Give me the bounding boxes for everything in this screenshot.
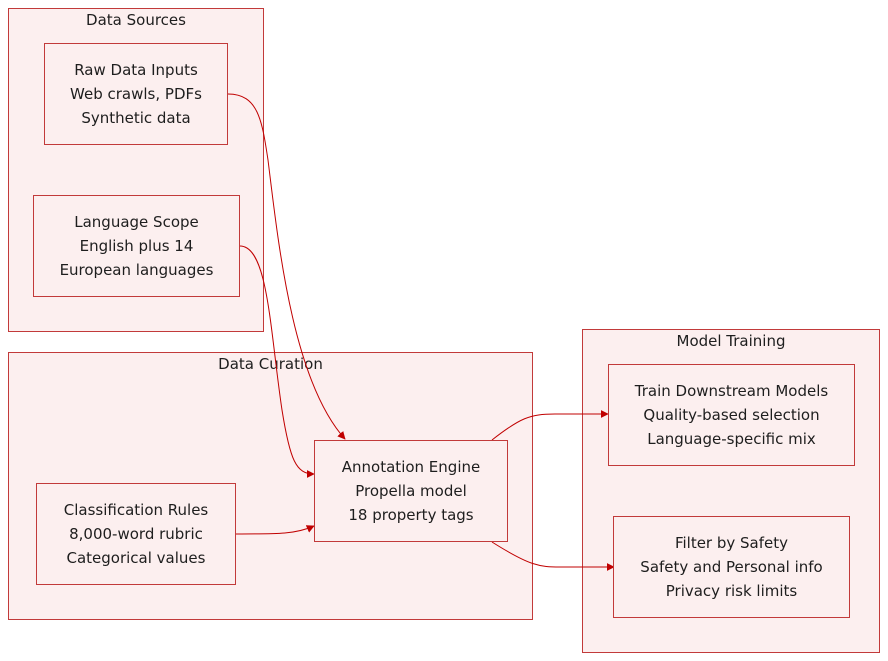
node-annotation-line-1: Annotation Engine	[341, 458, 481, 476]
node-language-scope-line-2: English plus 14	[79, 237, 194, 255]
node-train-line-2: Quality-based selection	[643, 406, 820, 424]
node-classification-line-3: Categorical values	[66, 549, 206, 567]
node-annotation-line-3: 18 property tags	[348, 506, 474, 524]
node-classification-line-1: Classification Rules	[63, 501, 209, 519]
node-language-scope: Language Scope English plus 14 European …	[33, 195, 240, 297]
node-filter-by-safety: Filter by Safety Safety and Personal inf…	[613, 516, 850, 618]
node-raw-data-inputs: Raw Data Inputs Web crawls, PDFs Synthet…	[44, 43, 228, 145]
group-title-model-training: Model Training	[676, 332, 786, 350]
node-annotation-engine: Annotation Engine Propella model 18 prop…	[314, 440, 508, 542]
node-filter-line-2: Safety and Personal info	[640, 558, 823, 576]
node-train-line-3: Language-specific mix	[647, 430, 816, 448]
node-language-scope-line-3: European languages	[59, 261, 214, 279]
node-filter-line-1: Filter by Safety	[674, 534, 789, 552]
node-classification-rules: Classification Rules 8,000-word rubric C…	[36, 483, 236, 585]
node-classification-line-2: 8,000-word rubric	[69, 525, 203, 543]
node-train-line-1: Train Downstream Models	[634, 382, 829, 400]
group-title-data-sources: Data Sources	[86, 11, 186, 29]
node-raw-data-line-3: Synthetic data	[81, 109, 191, 127]
group-title-data-curation: Data Curation	[218, 355, 323, 373]
node-raw-data-line-2: Web crawls, PDFs	[70, 85, 202, 103]
node-filter-line-3: Privacy risk limits	[665, 582, 798, 600]
node-annotation-line-2: Propella model	[355, 482, 467, 500]
node-language-scope-line-1: Language Scope	[74, 213, 199, 231]
node-raw-data-line-1: Raw Data Inputs	[74, 61, 198, 79]
node-train-downstream-models: Train Downstream Models Quality-based se…	[608, 364, 855, 466]
